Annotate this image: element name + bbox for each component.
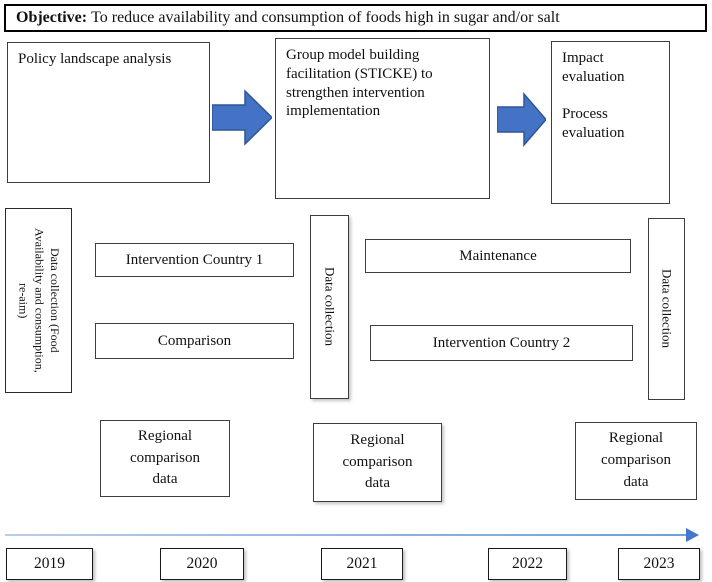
timeline-arrowhead-icon [686, 528, 699, 542]
objective-text: To reduce availability and consumption o… [91, 9, 560, 26]
evaluation-label: Impact evaluation Process evaluation [562, 50, 625, 141]
intervention-country-1-box: Intervention Country 1 [95, 243, 294, 277]
data-collection-middle-label: Data collection [322, 267, 338, 347]
data-collection-left-label: Data collection (Food Availability and c… [16, 228, 62, 373]
objective-label: Objective: [16, 9, 88, 26]
regional-comparison-box-3: Regional comparison data [575, 422, 697, 500]
evaluation-box: Impact evaluation Process evaluation [551, 41, 670, 204]
year-label-2020: 2020 [186, 555, 218, 572]
data-collection-right-label: Data collection [659, 269, 675, 349]
objective-banner: Objective: To reduce availability and co… [4, 4, 707, 32]
flow-arrow-2-icon [497, 92, 546, 147]
comparison-box: Comparison [95, 323, 294, 359]
intervention-country-1-label: Intervention Country 1 [125, 251, 264, 268]
maintenance-label: Maintenance [459, 247, 537, 264]
flow-arrow-1-icon [212, 89, 272, 146]
group-model-building-label: Group model building facilitation (STICK… [286, 47, 433, 120]
year-label-2022: 2022 [512, 555, 543, 572]
policy-landscape-box: Policy landscape analysis [7, 42, 210, 183]
intervention-country-2-box: Intervention Country 2 [370, 325, 633, 361]
data-collection-left-box: Data collection (Food Availability and c… [5, 208, 72, 393]
year-label-2019: 2019 [34, 555, 65, 572]
maintenance-box: Maintenance [365, 239, 631, 273]
year-box-2022: 2022 [488, 548, 567, 580]
timeline-axis [5, 534, 687, 536]
intervention-country-2-label: Intervention Country 2 [432, 334, 571, 351]
group-model-building-box: Group model building facilitation (STICK… [275, 38, 490, 199]
year-box-2020: 2020 [160, 548, 244, 580]
year-box-2019: 2019 [6, 548, 93, 580]
year-box-2023: 2023 [618, 548, 700, 580]
data-collection-middle-box: Data collection [310, 215, 349, 399]
year-label-2021: 2021 [346, 555, 378, 572]
regional-comparison-label-2: Regional comparison data [342, 431, 413, 492]
regional-comparison-box-2: Regional comparison data [313, 423, 442, 502]
year-label-2023: 2023 [643, 555, 675, 572]
policy-landscape-label: Policy landscape analysis [18, 51, 172, 67]
regional-comparison-label-3: Regional comparison data [601, 430, 671, 490]
comparison-label: Comparison [157, 332, 232, 349]
regional-comparison-label-1: Regional comparison data [130, 427, 200, 488]
year-box-2021: 2021 [321, 548, 403, 580]
data-collection-right-box: Data collection [648, 218, 685, 400]
regional-comparison-box-1: Regional comparison data [100, 420, 230, 497]
